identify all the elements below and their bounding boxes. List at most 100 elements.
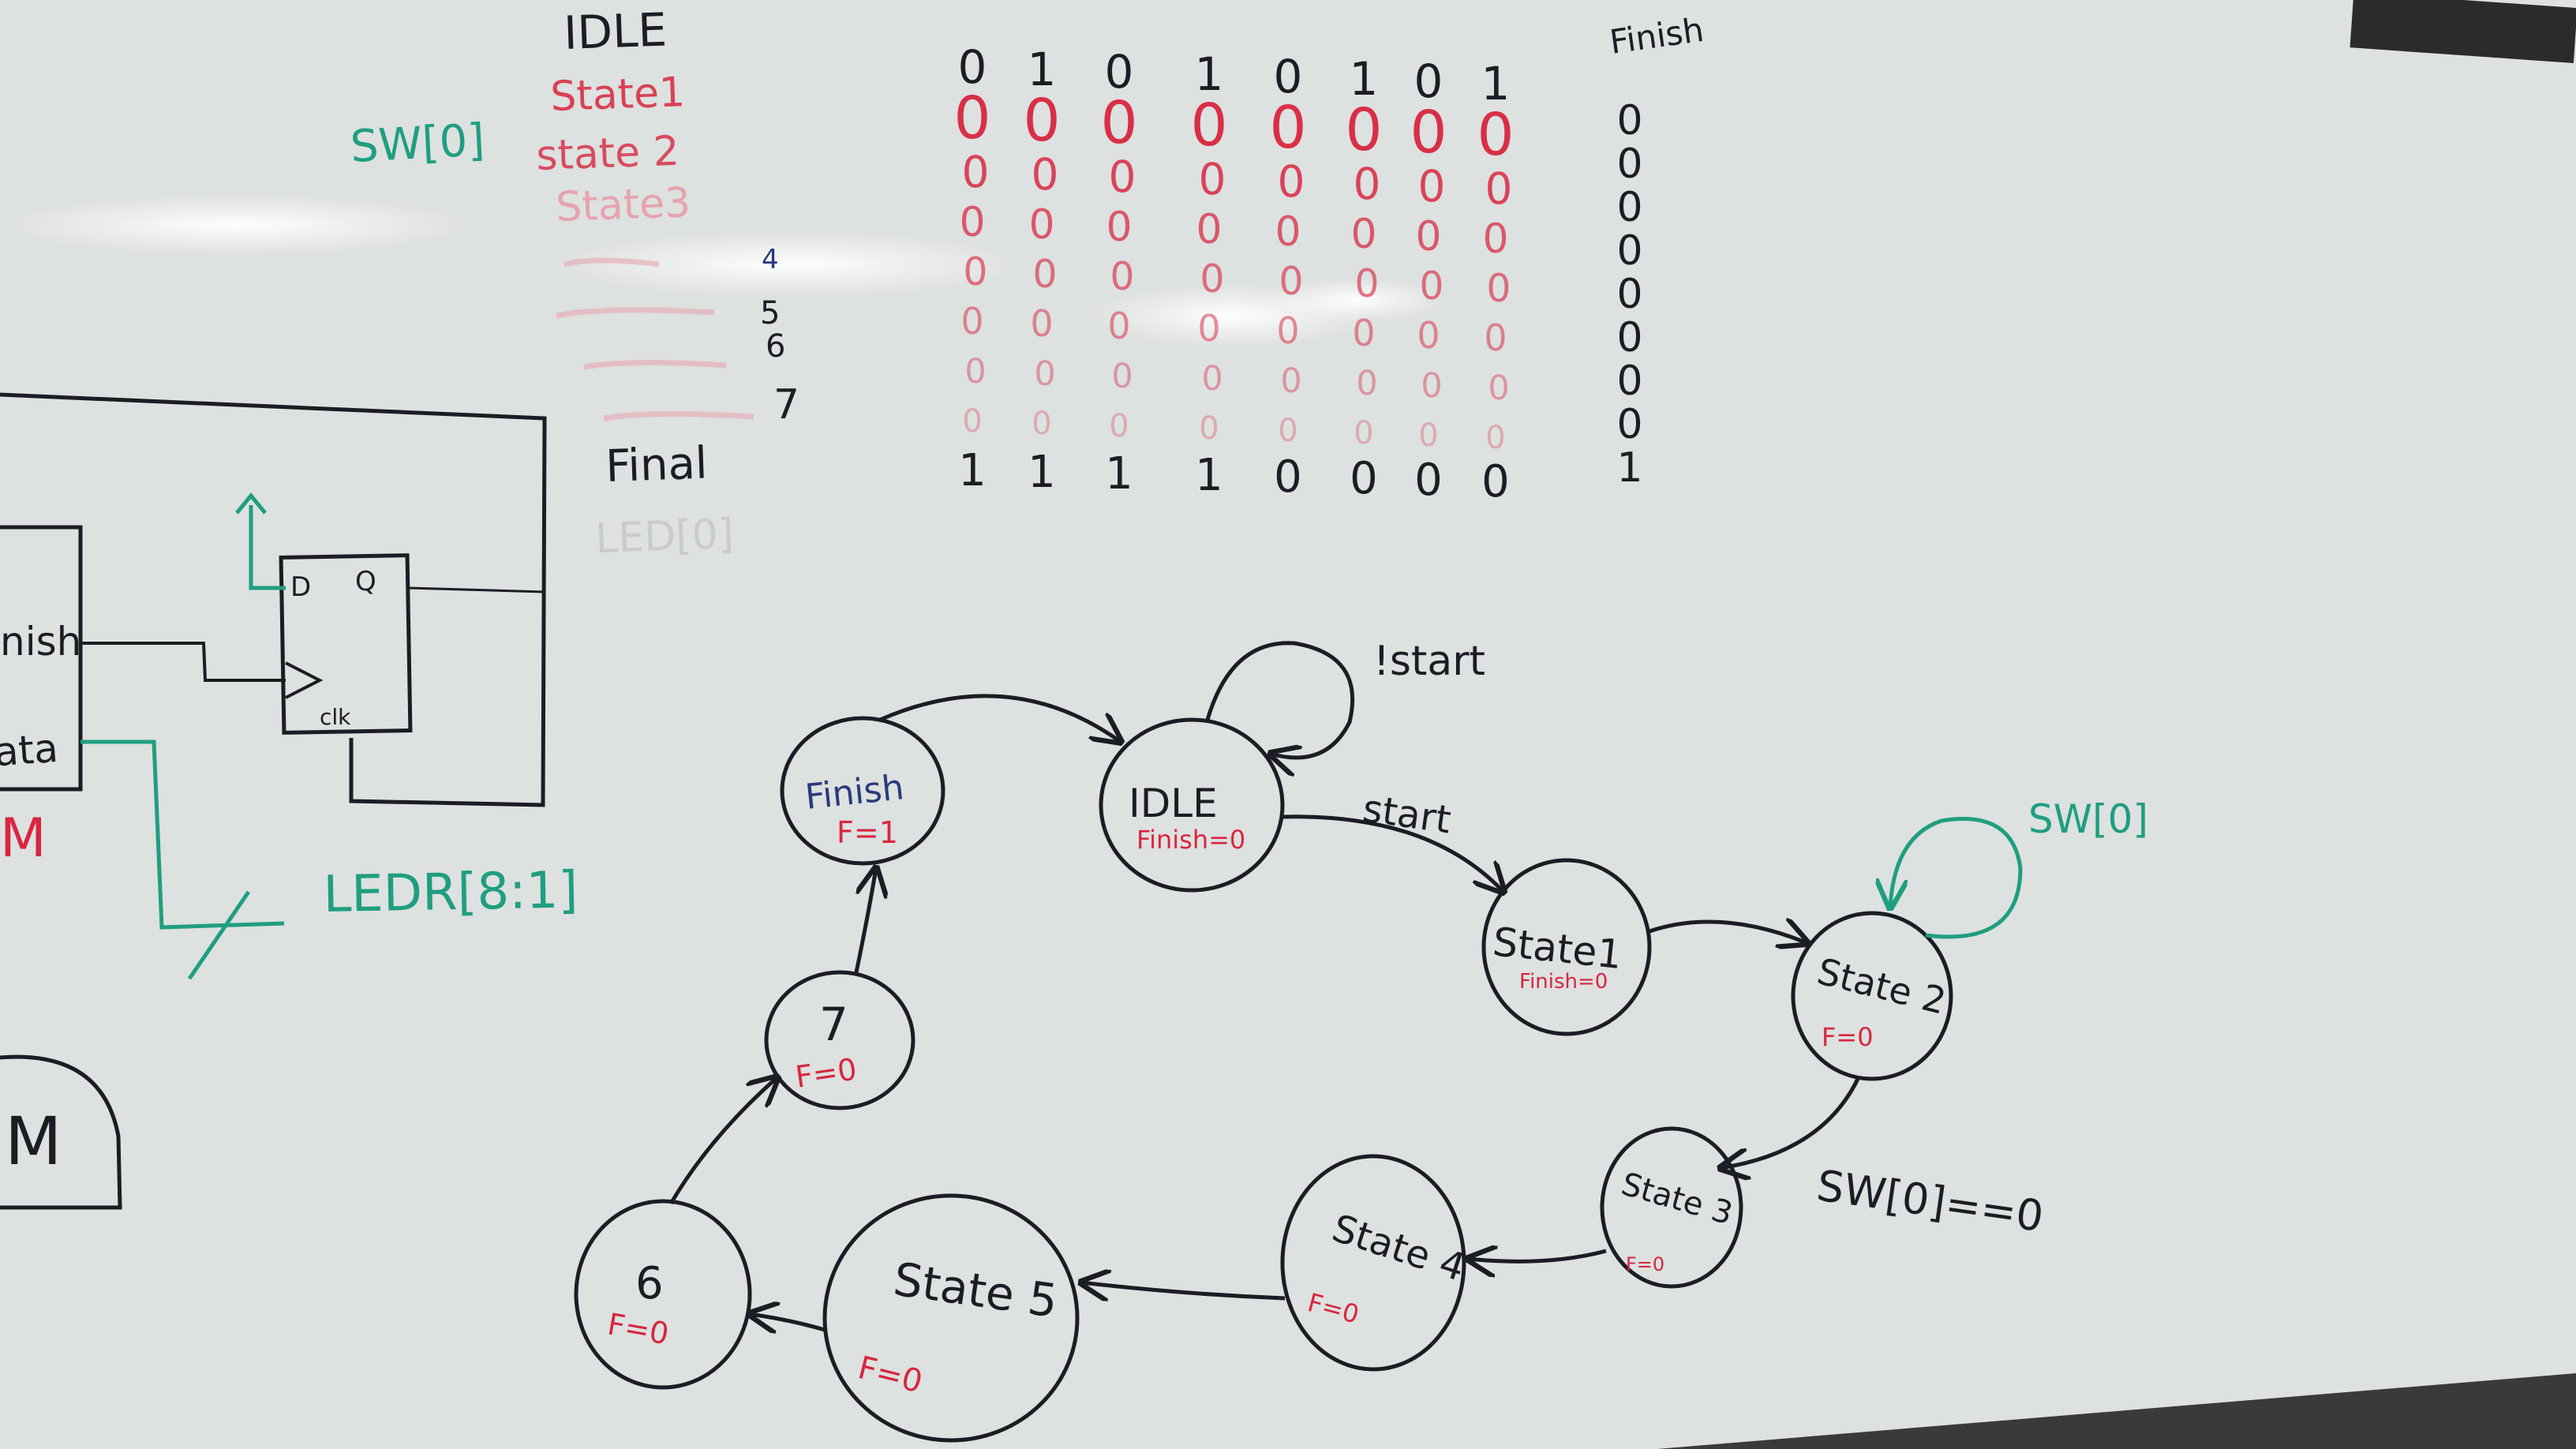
finish-bit: 0 bbox=[1616, 140, 1642, 188]
state-5 bbox=[822, 1193, 1080, 1443]
grid-zero: 0 bbox=[1034, 354, 1055, 394]
grid-zero: 0 bbox=[1276, 309, 1299, 352]
grid-zero: 0 bbox=[1023, 87, 1060, 155]
grid-zero: 0 bbox=[1356, 364, 1377, 403]
finish-bit: 0 bbox=[1616, 271, 1642, 318]
grid-zero: 0 bbox=[1354, 261, 1379, 306]
row-label-7: 7 bbox=[773, 381, 799, 429]
grid-zero: 0 bbox=[1354, 415, 1373, 451]
grid-zero: 0 bbox=[1028, 201, 1054, 249]
light-glare bbox=[0, 195, 1444, 347]
grid-zero: 0 bbox=[1109, 408, 1129, 444]
state-6-name: 6 bbox=[635, 1258, 664, 1309]
grid-zero: 0 bbox=[1190, 92, 1227, 159]
finish-bit: 0 bbox=[1616, 97, 1642, 144]
final-bit: 1 bbox=[1105, 448, 1133, 500]
table-led-label: LED[0] bbox=[594, 511, 735, 563]
grid-zero: 0 bbox=[1485, 420, 1505, 456]
grid-zero: 0 bbox=[964, 352, 986, 391]
grid-zero: 0 bbox=[953, 84, 990, 152]
ff-d-label: D bbox=[290, 571, 311, 603]
state-2-output: F=0 bbox=[1822, 1022, 1874, 1052]
grid-zero: 0 bbox=[1419, 264, 1443, 309]
state-3-output: F=0 bbox=[1626, 1253, 1664, 1275]
row-label-idle: IDLE bbox=[563, 2, 668, 60]
row-label-state1: State1 bbox=[549, 69, 686, 121]
grid-zero: 0 bbox=[1418, 161, 1446, 212]
board-frame-top bbox=[2349, 0, 2576, 63]
transition-s6-s7 bbox=[668, 1077, 777, 1205]
grid-zero: 0 bbox=[1477, 101, 1514, 169]
faded-row-labels bbox=[556, 257, 754, 421]
grid-zero: 0 bbox=[962, 147, 990, 197]
transition-s2-self bbox=[1890, 817, 2023, 939]
final-bit: 1 bbox=[1028, 447, 1056, 498]
grid-zero: 0 bbox=[1100, 89, 1137, 157]
header-bit: 1 bbox=[1481, 57, 1511, 110]
state-table: IDLE State1 SW[0] state 2 State3 4 5 6 7… bbox=[349, 2, 1705, 563]
header-bit: 0 bbox=[958, 40, 987, 94]
finish-bit: 0 bbox=[1616, 358, 1642, 405]
row-label-5: 5 bbox=[760, 295, 780, 331]
grid-zero: 0 bbox=[1200, 256, 1224, 301]
m-block bbox=[0, 1054, 122, 1210]
grid-zero: 0 bbox=[962, 403, 982, 440]
state-2 bbox=[1791, 911, 1953, 1081]
grid-zero: 0 bbox=[1350, 211, 1376, 258]
transition-idle-s1 bbox=[1282, 814, 1503, 892]
state-finish-output: F=1 bbox=[837, 815, 898, 850]
transition-s2-s3 bbox=[1720, 1076, 1861, 1168]
grid-zero: 0 bbox=[1032, 406, 1051, 442]
grid-zero: 0 bbox=[1199, 410, 1219, 447]
finish-bit: 0 bbox=[1616, 184, 1642, 231]
final-bit: 1 bbox=[1195, 450, 1223, 501]
ff-clk-label: clk bbox=[320, 704, 351, 730]
row-label-4: 4 bbox=[762, 244, 779, 275]
transition-s4-s5 bbox=[1081, 1282, 1286, 1298]
grid-zero: 0 bbox=[1486, 266, 1511, 311]
grid-zero: 0 bbox=[1197, 307, 1220, 350]
state-7 bbox=[764, 970, 915, 1110]
ledr-label: LEDR[8:1] bbox=[323, 861, 578, 924]
grid-zero: 0 bbox=[960, 300, 983, 343]
grid-zero: 0 bbox=[1030, 302, 1053, 345]
grid-zero: 0 bbox=[1032, 252, 1057, 297]
transition-finish-idle bbox=[879, 694, 1121, 742]
grid-zero: 0 bbox=[1269, 94, 1306, 162]
row-label-6: 6 bbox=[766, 328, 785, 365]
state-1-output: Finish=0 bbox=[1519, 970, 1608, 994]
grid-zero: 0 bbox=[1106, 204, 1132, 251]
finish-bit: 0 bbox=[1616, 227, 1642, 275]
transition-s7-finish bbox=[854, 868, 876, 973]
final-bit: 0 bbox=[1274, 451, 1302, 503]
final-bit: 0 bbox=[1481, 456, 1510, 507]
grid-zero: 0 bbox=[1279, 259, 1303, 304]
ff-q-label: Q bbox=[355, 566, 376, 597]
state-idle-output: Finish=0 bbox=[1136, 825, 1245, 855]
circuit-box bbox=[0, 392, 547, 807]
state-7-name: 7 bbox=[819, 998, 848, 1051]
grid-zero: 0 bbox=[1199, 154, 1226, 204]
grid-zero: 0 bbox=[1418, 417, 1438, 454]
grid-zero: 0 bbox=[1482, 215, 1508, 263]
grid-zero: 0 bbox=[959, 199, 985, 246]
grid-zero: 0 bbox=[1196, 206, 1222, 253]
header-bit: 0 bbox=[1274, 50, 1303, 103]
circuit-sketch: D Q clk nish ata LEDR[8:1] M M bbox=[0, 392, 578, 1210]
flip-flop bbox=[279, 553, 413, 735]
grid-zero: 0 bbox=[1410, 99, 1447, 167]
circuit-finish-text: nish bbox=[0, 619, 81, 665]
state-7-output: F=0 bbox=[793, 1052, 859, 1095]
grid-zero: 0 bbox=[1417, 314, 1440, 357]
row-label-state3: State3 bbox=[555, 179, 691, 231]
finish-bit: 1 bbox=[1616, 444, 1642, 492]
state-idle bbox=[1099, 717, 1285, 893]
state-6 bbox=[574, 1199, 752, 1390]
grid-zero: 0 bbox=[963, 249, 987, 294]
header-bit: 1 bbox=[1350, 52, 1379, 106]
transition-s1-s2 bbox=[1649, 922, 1807, 943]
finish-bit: 0 bbox=[1616, 314, 1642, 361]
